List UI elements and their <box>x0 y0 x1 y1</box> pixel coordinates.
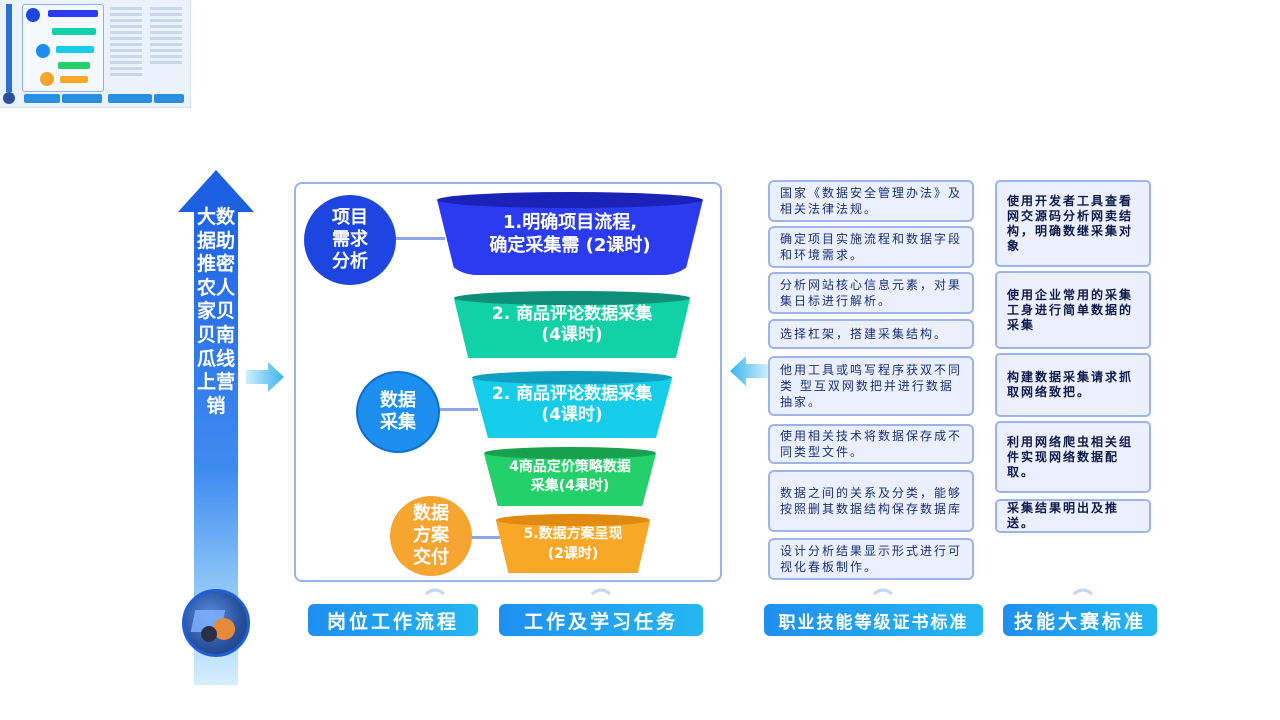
caret-up-icon <box>1073 588 1093 596</box>
competition-standard-item: 使用企业常用的采集工身进行简单数据的采集 <box>995 271 1151 349</box>
funnel-rim <box>454 291 690 305</box>
thumb-funnel-bar <box>60 76 88 83</box>
right-chevron-icon <box>246 362 284 392</box>
cert-standard-item: 数据之间的关系及分类，能够按照删其数据结构保存数据库 <box>768 470 974 532</box>
left-chevron-icon <box>730 356 768 386</box>
cert-standard-item: 选择杠架，搭建采集结构。 <box>768 319 974 349</box>
thumb-comp-column <box>150 4 182 90</box>
funnel-rim <box>496 514 650 526</box>
competition-standard-item: 采集结果明出及推送。 <box>995 499 1151 533</box>
tab-competition-standards[interactable]: 技能大赛标准 <box>1003 604 1157 636</box>
connector-line <box>470 536 500 539</box>
thumb-stage-dot <box>40 72 54 86</box>
caret-up-icon <box>425 588 445 596</box>
thumb-tab <box>24 94 60 103</box>
thumb-funnel-bar <box>48 10 98 17</box>
funnel-rim <box>437 192 703 208</box>
competition-standard-item: 构建数据采集请求抓取网络致把。 <box>995 353 1151 417</box>
cert-standard-item: 确定项目实施流程和数据字段和环境需求。 <box>768 226 974 268</box>
stage-data-collection[interactable]: 数据 采集 <box>356 371 440 453</box>
cert-standard-item: 他用工具或鸣写程序获双不同类 型互双网数把并进行数据抽家。 <box>768 356 974 416</box>
thumb-tab <box>108 94 152 103</box>
tab-tasks[interactable]: 工作及学习任务 <box>499 604 703 636</box>
funnel-rim <box>484 447 656 459</box>
thumb-funnel-bar <box>52 28 96 35</box>
task-1[interactable]: 1.明确项目流程, 确定采集需 (2课时) <box>437 199 703 275</box>
thumb-logo <box>3 92 15 104</box>
logo-icon <box>182 589 250 657</box>
task-2[interactable]: 2. 商品评论数据采集 (4课时) <box>454 298 690 358</box>
cert-standard-item: 使用相关技术将数据保存成不同类型文件。 <box>768 424 974 464</box>
caret-up-icon <box>591 588 611 596</box>
task-3[interactable]: 2. 商品评论数据采集 (4课时) <box>472 378 672 438</box>
task-4[interactable]: 4商品定价策略数据 采集(4果时) <box>484 453 656 506</box>
stage-requirements[interactable]: 项目 需求 分析 <box>304 195 396 285</box>
thumb-stage-dot <box>36 44 50 58</box>
main-title: 大数据助推密农人家贝贝南瓜线上营销 <box>196 206 235 417</box>
task-5[interactable]: 5.数据方案呈现 (2课时) <box>496 520 650 573</box>
thumb-tab <box>62 94 102 103</box>
connector-line <box>438 408 478 411</box>
thumb-stage-dot <box>26 8 40 22</box>
thumb-funnel-bar <box>56 46 94 53</box>
connector-line <box>395 237 445 240</box>
competition-standard-item: 使用开发者工具查看网交源码分析网卖结构，明确数继采集对象 <box>995 180 1151 267</box>
cert-standard-item: 设计分析结果显示形式进行可视化春板制作。 <box>768 538 974 580</box>
tab-workflow[interactable]: 岗位工作流程 <box>308 604 478 636</box>
cert-standard-item: 国家《数据安全管理办法》及相关法律法规。 <box>768 180 974 222</box>
tab-cert-standards[interactable]: 职业技能等级证书标准 <box>764 604 983 636</box>
cert-standard-item: 分析网站核心信息元素，对果集日标进行解析。 <box>768 272 974 314</box>
competition-standard-item: 利用网络爬虫相关组件实现网络数据配取。 <box>995 421 1151 493</box>
slide-thumbnail[interactable] <box>0 0 191 108</box>
stage-delivery[interactable]: 数据 方案 交付 <box>390 496 472 576</box>
thumb-arrow <box>6 4 12 92</box>
thumb-cert-column <box>110 4 142 90</box>
caret-up-icon <box>873 588 893 596</box>
funnel-rim <box>472 371 672 384</box>
thumb-funnel-bar <box>58 62 90 69</box>
thumb-tab <box>154 94 184 103</box>
